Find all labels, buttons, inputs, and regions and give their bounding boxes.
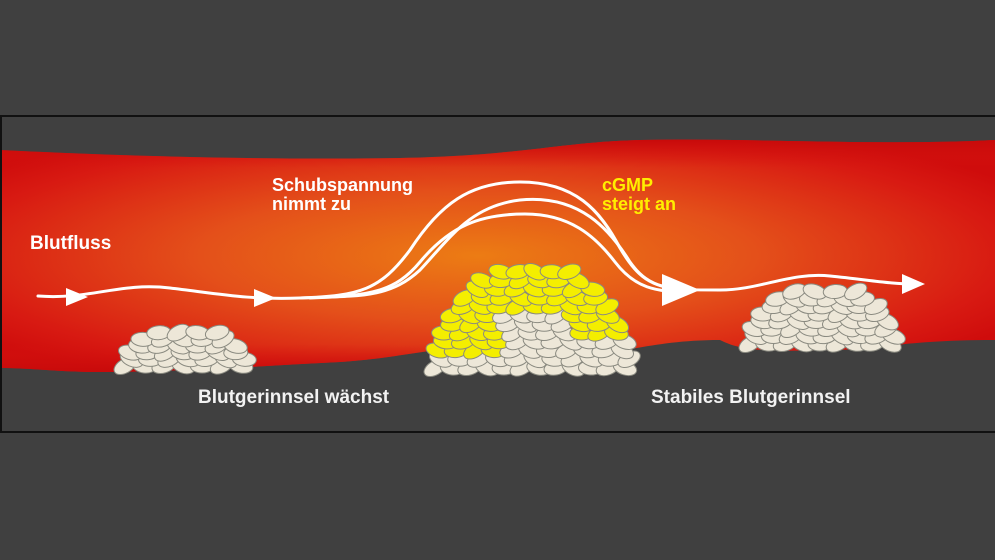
- shear-line-1: Schubspannung: [272, 175, 413, 195]
- clot-growing: [113, 323, 257, 376]
- vessel-wall-shade: [0, 139, 995, 372]
- shear-line-2: nimmt zu: [272, 193, 351, 214]
- platelet: [557, 263, 582, 280]
- shear-stress-label: Schubspannung nimmt zu: [272, 176, 413, 214]
- platelet: [204, 324, 230, 341]
- platelet: [844, 282, 868, 301]
- flow-arrow-icon: [662, 274, 700, 306]
- clot-growing-label: Blutgerinnsel wächst: [198, 387, 390, 408]
- flow-arrow-icon: [902, 274, 925, 294]
- flow-arrow-icon: [254, 289, 276, 307]
- clot-stable: [738, 282, 906, 354]
- cgmp-line-2: steigt an: [602, 193, 677, 214]
- clot-stable-label: Stabiles Blutgerinnsel: [651, 387, 851, 408]
- flow-lines: [36, 180, 917, 300]
- clot-main: [423, 262, 641, 378]
- flow-line-upper: [298, 180, 692, 300]
- flow-line-main: [36, 197, 917, 300]
- cgmp-label: cGMP steigt an: [602, 176, 676, 214]
- flow-arrow-icon: [66, 288, 88, 306]
- flow-line-mid: [308, 212, 692, 300]
- blood-flow-label: Blutfluss: [30, 233, 112, 254]
- cgmp-line-1: cGMP: [602, 175, 654, 195]
